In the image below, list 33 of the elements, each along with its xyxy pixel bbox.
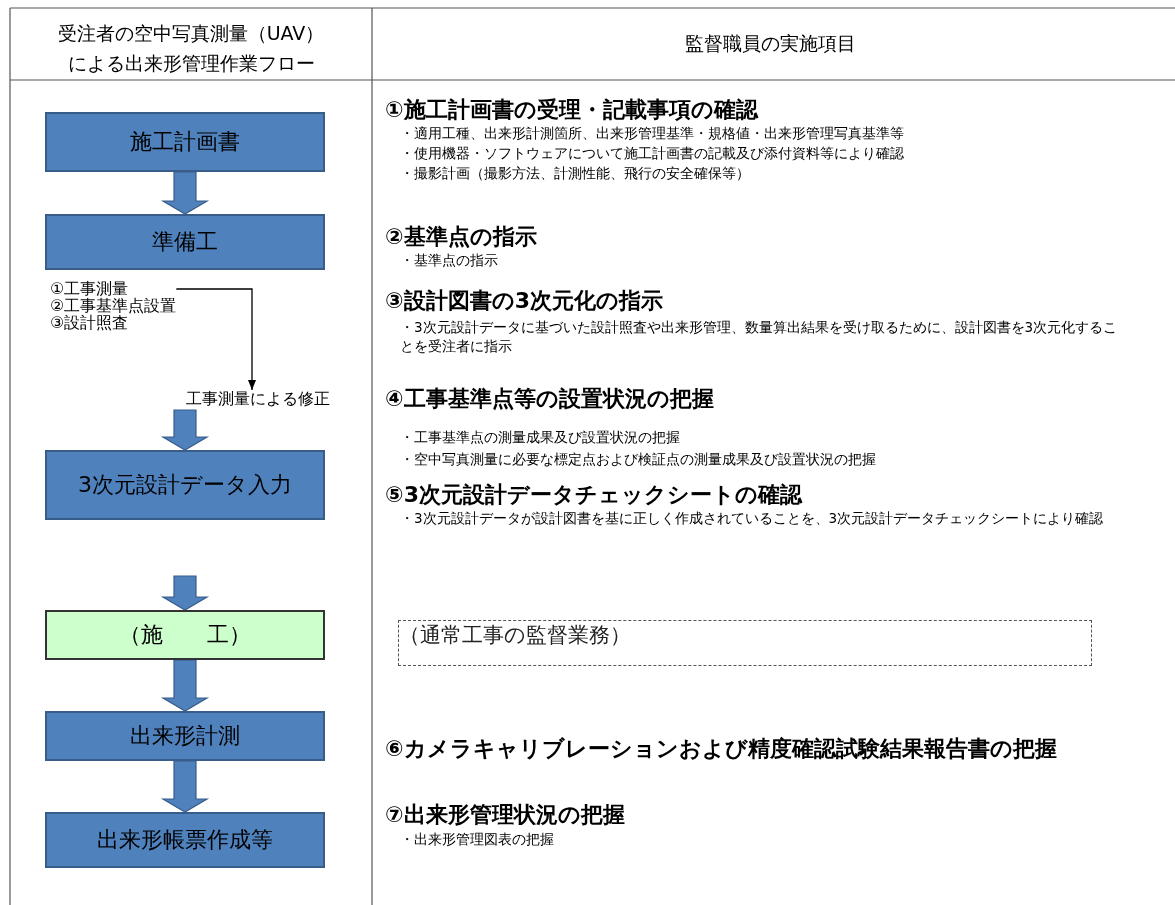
process-box: （施 工） xyxy=(45,610,325,660)
process-box: 3次元設計データ入力 xyxy=(45,450,325,520)
bullet-text: ・3次元設計データに基づいた設計照査や出来形管理、数量算出結果を受け取るために、設計図書を3次元化することを受注者に指示 xyxy=(400,318,1119,356)
note-text: 工事測量による修正 xyxy=(186,390,330,410)
dashed-box: （通常工事の監督業務） xyxy=(398,620,1092,666)
column-header: 受注者の空中写真測量（UAV）による出来形管理作業フロー xyxy=(56,21,326,76)
item-heading: ⑥カメラキャリブレーションおよび精度確認試験結果報告書の把握 xyxy=(385,735,1057,763)
block-arrow xyxy=(160,171,210,215)
bullet-text: ・基準点の指示 xyxy=(400,251,498,270)
bullet-text: ・使用機器・ソフトウェアについて施工計画書の記載及び添付資料等により確認 xyxy=(400,144,904,163)
process-box: 準備工 xyxy=(45,214,325,270)
process-box: 施工計画書 xyxy=(45,112,325,172)
bullet-text: ・出来形管理図表の把握 xyxy=(400,830,554,849)
block-arrow xyxy=(160,409,210,451)
item-heading: ②基準点の指示 xyxy=(385,223,537,251)
bullet-text: ・撮影計画（撮影方法、計測性能、飛行の安全確保等） xyxy=(400,164,750,183)
block-arrow xyxy=(160,760,210,813)
bullet-text: ・工事基準点の測量成果及び設置状況の把握 xyxy=(400,428,680,447)
block-arrow xyxy=(160,659,210,712)
arrow xyxy=(175,288,257,391)
step-list: ①工事測量 ②工事基準点設置 ③設計照査 xyxy=(50,280,177,334)
process-box: 出来形計測 xyxy=(45,711,325,761)
item-heading: ⑤3次元設計データチェックシートの確認 xyxy=(385,481,802,509)
process-box: 出来形帳票作成等 xyxy=(45,812,325,868)
bullet-text: ・適用工種、出来形計測箇所、出来形管理基準・規格値・出来形管理写真基準等 xyxy=(400,124,904,143)
item-heading: ④工事基準点等の設置状況の把握 xyxy=(385,385,714,413)
bullet-text: ・3次元設計データが設計図書を基に正しく作成されていることを、3次元設計データチェックシートにより確認 xyxy=(400,509,1104,528)
block-arrow xyxy=(160,575,210,611)
item-heading: ③設計図書の3次元化の指示 xyxy=(385,287,663,315)
bullet-text: ・空中写真測量に必要な標定点および検証点の測量成果及び設置状況の把握 xyxy=(400,450,876,469)
column-header: 監督職員の実施項目 xyxy=(683,31,857,56)
item-heading: ①施工計画書の受理・記載事項の確認 xyxy=(385,96,758,124)
item-heading: ⑦出来形管理状況の把握 xyxy=(385,801,625,829)
